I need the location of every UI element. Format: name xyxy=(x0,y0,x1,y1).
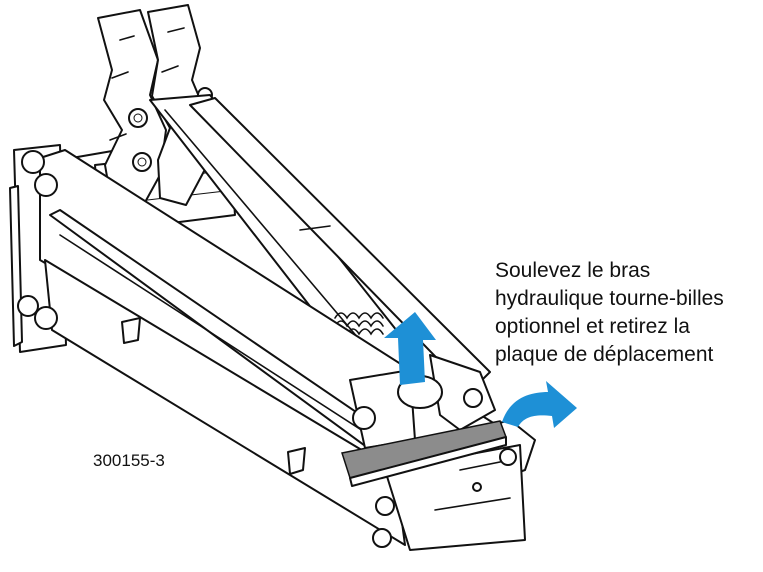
lift-arrow xyxy=(384,312,436,385)
figure-number: 300155-3 xyxy=(93,451,165,470)
caption-line-3: optionnel et retirez la xyxy=(495,315,690,338)
displacement-plate xyxy=(341,420,507,487)
caption-line-1: Soulevez le bras xyxy=(495,259,651,282)
clip xyxy=(121,317,306,475)
bolts xyxy=(17,150,517,548)
caption-line-2: hydraulique tourne-billes xyxy=(495,287,724,310)
instruction-caption: Soulevez le bras hydraulique tourne-bill… xyxy=(495,257,757,369)
remove-arrow xyxy=(502,381,577,428)
caption-line-4: plaque de déplacement xyxy=(495,343,714,366)
